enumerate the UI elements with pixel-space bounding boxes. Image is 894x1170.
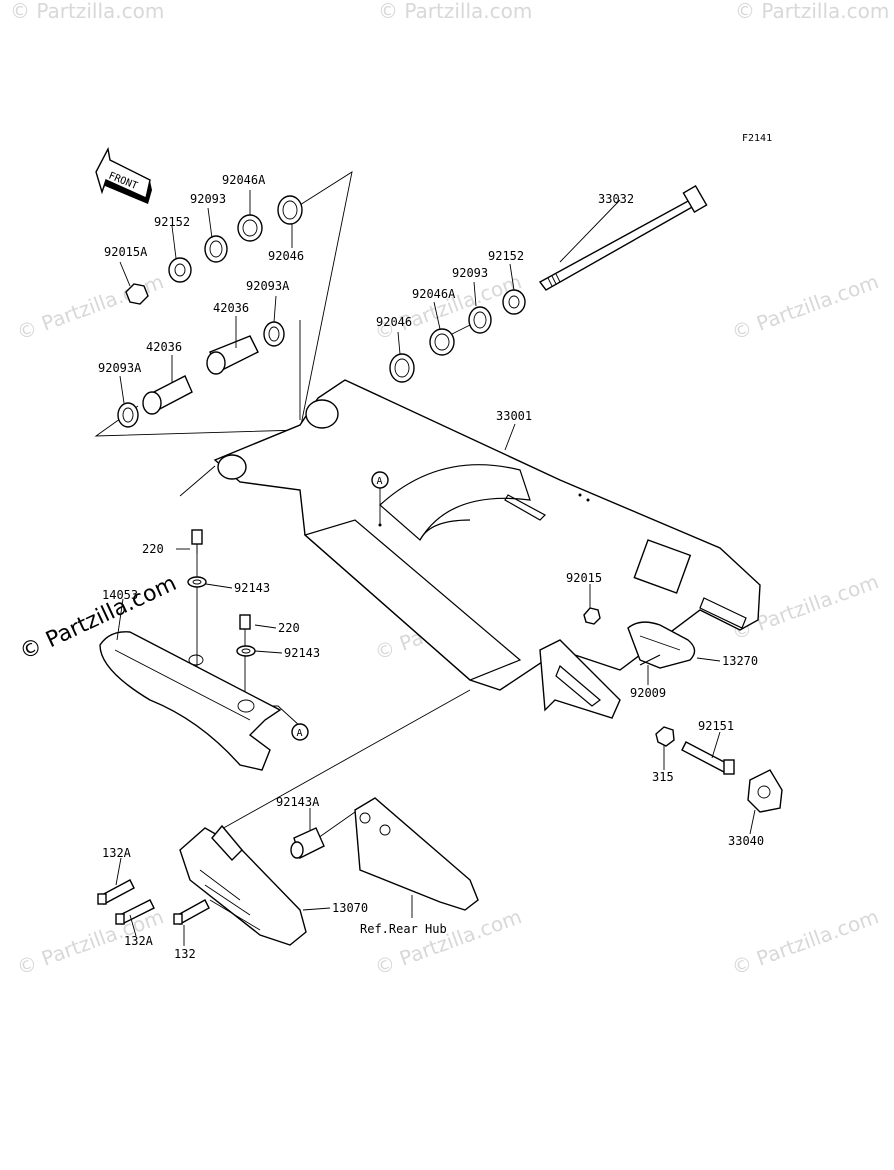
watermark-text: © Partzilla.com: [729, 904, 882, 979]
part-labels: 92046A 92093 92152 92015A 92046 33032 92…: [98, 173, 764, 961]
front-arrow-icon: FRONT: [95, 146, 152, 204]
watermark-text: © Partzilla.com: [372, 904, 525, 979]
label-92093: 92093: [452, 266, 488, 280]
pivot-shaft: [538, 185, 708, 291]
label-92093A: 92093A: [98, 361, 142, 375]
figure-code: F2141: [742, 133, 772, 144]
rear-hub-guide: [290, 797, 479, 911]
callout-a-label: A: [377, 476, 383, 487]
label-13270: 13270: [722, 654, 758, 668]
label-220: 220: [142, 542, 164, 556]
callout-a-swingarm: A: [371, 471, 389, 525]
label-92143: 92143: [284, 646, 320, 660]
watermark-text: © Partzilla.com: [729, 269, 882, 344]
right-bearing-group: [389, 289, 526, 383]
label-92015A: 92015A: [104, 245, 148, 259]
label-92143A: 92143A: [276, 795, 320, 809]
label-92046: 92046: [268, 249, 304, 263]
ref-rear-hub-note: Ref.Rear Hub: [360, 922, 447, 936]
label-132: 132: [174, 947, 196, 961]
label-220: 220: [278, 621, 300, 635]
label-13070: 13070: [332, 901, 368, 915]
label-92152: 92152: [154, 215, 190, 229]
label-42036: 42036: [146, 340, 182, 354]
label-92093: 92093: [190, 192, 226, 206]
label-92009: 92009: [630, 686, 666, 700]
watermark-text: © Partzilla.com: [735, 0, 889, 23]
label-92046A: 92046A: [222, 173, 266, 187]
leader-lines: [115, 190, 756, 946]
label-92046: 92046: [376, 315, 412, 329]
label-132A: 132A: [102, 846, 132, 860]
label-132A: 132A: [124, 934, 154, 948]
label-33001: 33001: [496, 409, 532, 423]
chain-slider: [99, 529, 282, 771]
label-33040: 33040: [728, 834, 764, 848]
label-92046A: 92046A: [412, 287, 456, 301]
label-33032: 33032: [598, 192, 634, 206]
callout-a-label: A: [297, 728, 303, 739]
label-92152: 92152: [488, 249, 524, 263]
label-92151: 92151: [698, 719, 734, 733]
chain-adjuster-parts: [583, 607, 783, 813]
left-bearing-group: [117, 195, 303, 428]
label-92093A: 92093A: [246, 279, 290, 293]
label-42036: 42036: [213, 301, 249, 315]
label-315: 315: [652, 770, 674, 784]
callout-a-slider: A: [291, 723, 309, 741]
label-92143: 92143: [234, 581, 270, 595]
watermark-text: © Partzilla.com: [14, 269, 167, 344]
label-14053: 14053: [102, 588, 138, 602]
watermark-text: © Partzilla.com: [378, 0, 532, 23]
watermark-text: © Partzilla.com: [10, 0, 164, 23]
label-92015: 92015: [566, 571, 602, 585]
chain-guide: [97, 824, 307, 946]
swingarm: [213, 379, 761, 719]
